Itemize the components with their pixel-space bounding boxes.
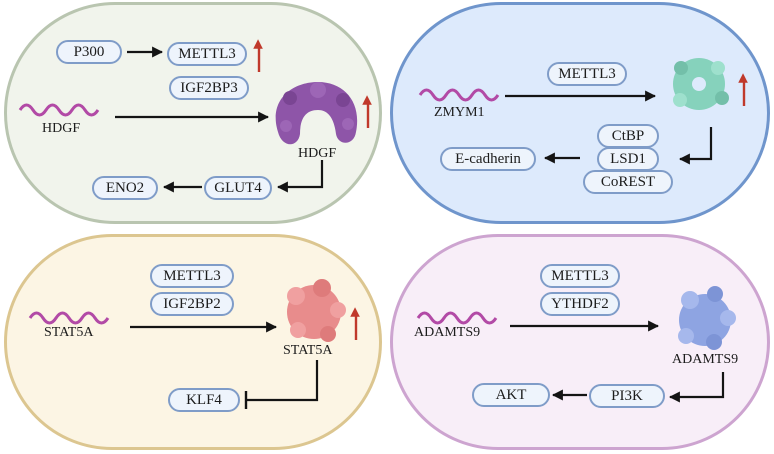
stat5a-mrna-label: STAT5A (44, 325, 94, 340)
ctbp-node: CtBP (597, 124, 659, 148)
igf2bp3-node: IGF2BP3 (169, 76, 249, 100)
mettl3-node: METTL3 (150, 264, 234, 288)
adamts9-protein-icon (678, 286, 736, 350)
hdgf-protein-icon (275, 82, 358, 145)
pi3k-node: PI3K (589, 384, 665, 408)
zmym1-protein-icon (673, 58, 729, 110)
ythdf2-node: YTHDF2 (540, 292, 620, 316)
lsd1-node: LSD1 (597, 147, 659, 171)
stat5a-protein-icon (287, 279, 346, 342)
mettl3-node: METTL3 (540, 264, 620, 288)
mettl3-node: METTL3 (167, 42, 247, 66)
mrna-wave-adamts9 (416, 311, 498, 325)
igf2bp2-node: IGF2BP2 (150, 292, 234, 316)
klf4-node: KLF4 (168, 388, 240, 412)
arrow-adamts9-to-pi3k (668, 372, 725, 403)
adamts9-mrna-label: ADAMTS9 (414, 325, 481, 340)
arrow-zmym1-to-complex (678, 127, 713, 165)
hdgf-protein-label: HDGF (298, 146, 337, 161)
glut4-node: GLUT4 (204, 176, 272, 200)
inhibition-stat5a-klf4 (244, 360, 319, 409)
mrna-wave-stat5a (28, 311, 110, 325)
panel-zmym1-cell (390, 2, 770, 224)
zmym1-mrna-label: ZMYM1 (434, 105, 485, 120)
p300-node: P300 (56, 40, 122, 64)
hdgf-mrna-label: HDGF (42, 121, 81, 136)
akt-node: AKT (472, 383, 550, 407)
mrna-wave-zmym1 (418, 88, 500, 102)
mrna-wave-hdgf (18, 103, 100, 117)
eno2-node: ENO2 (92, 176, 158, 200)
stat5a-protein-label: STAT5A (283, 343, 333, 358)
ecadherin-node: E-cadherin (440, 147, 536, 171)
mettl3-node: METTL3 (547, 62, 627, 86)
arrow-hdgf-to-glut4 (276, 160, 324, 193)
adamts9-protein-label: ADAMTS9 (672, 352, 739, 367)
corest-node: CoREST (583, 170, 673, 194)
